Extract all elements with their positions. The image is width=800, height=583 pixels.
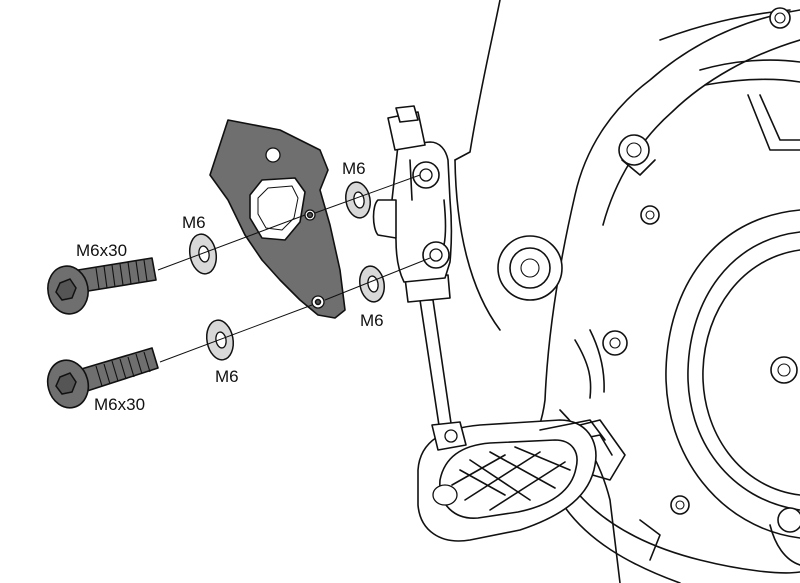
- bolt-m6x30-top: [47, 257, 157, 315]
- washer-right-top-label: M6: [342, 159, 366, 178]
- master-cylinder-bracket: [209, 119, 346, 319]
- washer-right-top: [345, 181, 371, 219]
- brake-pedal: [417, 419, 606, 542]
- rear-brake-master-cylinder: [372, 105, 467, 451]
- washer-right-bottom: [359, 265, 385, 303]
- washer-right-bottom-label: M6: [360, 311, 384, 330]
- washer-left-bottom-label: M6: [215, 367, 239, 386]
- washer-left-top-label: M6: [182, 213, 206, 232]
- assembly-axis-lines: [157, 174, 431, 363]
- bolt-top-label: M6x30: [76, 241, 127, 260]
- bolt-m6x30-bottom: [46, 347, 159, 409]
- bolt-bottom-label: M6x30: [94, 395, 145, 414]
- washer-left-top: [188, 233, 218, 275]
